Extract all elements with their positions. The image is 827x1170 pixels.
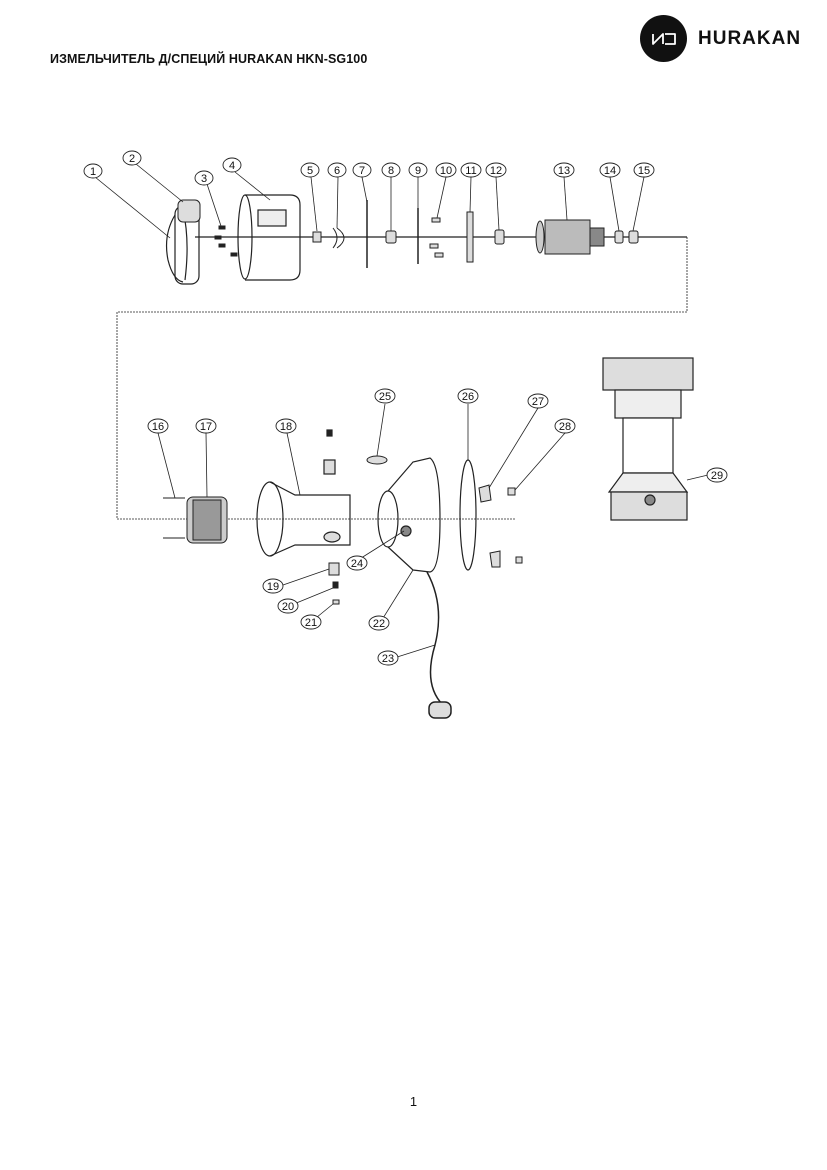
part-callout-numbers: 1 2 3 4 5 6 7 8 9 10 11 12 13 14 15 16 1… bbox=[90, 153, 723, 665]
callout-26 bbox=[457, 388, 479, 404]
callout-10 bbox=[435, 162, 457, 178]
callout-9 bbox=[408, 162, 428, 178]
part-number-18: 18 bbox=[280, 421, 292, 433]
exploded-parts-diagram: 1 2 3 4 5 6 7 8 9 10 11 12 13 14 15 16 1… bbox=[75, 140, 765, 725]
brand-name: HURAKAN bbox=[698, 27, 802, 49]
part-4-bowl bbox=[237, 194, 301, 281]
callout-3 bbox=[194, 170, 214, 186]
part-number-7: 7 bbox=[359, 165, 365, 177]
callout-11 bbox=[460, 162, 482, 178]
part-number-19: 19 bbox=[267, 581, 279, 593]
callout-21 bbox=[300, 614, 322, 630]
part-number-6: 6 bbox=[334, 165, 340, 177]
parts-14-15-bearings bbox=[614, 230, 639, 244]
parts-19-21-switch bbox=[328, 562, 340, 605]
callout-13 bbox=[553, 162, 575, 178]
page-number: 1 bbox=[409, 1094, 418, 1109]
callout-27 bbox=[527, 393, 549, 409]
callout-14 bbox=[599, 162, 621, 178]
hurakan-logo-icon bbox=[640, 15, 687, 62]
callout-19 bbox=[262, 578, 284, 594]
part-3-screws bbox=[214, 225, 238, 257]
callout-1 bbox=[83, 163, 103, 179]
part-callouts bbox=[83, 150, 728, 666]
part-2-lid bbox=[177, 199, 201, 223]
part-number-12: 12 bbox=[490, 165, 502, 177]
callout-23 bbox=[377, 650, 399, 666]
part-16-17-stator bbox=[163, 496, 228, 544]
leader-lines bbox=[94, 163, 709, 659]
callout-22 bbox=[368, 615, 390, 631]
callout-12 bbox=[485, 162, 507, 178]
part-22-base-shell bbox=[377, 457, 441, 573]
part-number-1: 1 bbox=[90, 166, 96, 178]
callout-8 bbox=[381, 162, 401, 178]
part-number-10: 10 bbox=[440, 165, 452, 177]
part-number-28: 28 bbox=[559, 421, 571, 433]
part-number-3: 3 bbox=[201, 173, 207, 185]
callout-20 bbox=[277, 598, 299, 614]
brand-logo: HURAKAN bbox=[640, 15, 801, 62]
part-number-25: 25 bbox=[379, 391, 391, 403]
part-number-26: 26 bbox=[462, 391, 474, 403]
part-number-11: 11 bbox=[465, 165, 476, 177]
callout-28 bbox=[554, 418, 576, 434]
part-number-24: 24 bbox=[351, 558, 363, 570]
document-title: ИЗМЕЛЬЧИТЕЛЬ Д/СПЕЦИЙ HURAKAN HKN-SG100 bbox=[50, 52, 368, 66]
callout-17 bbox=[195, 418, 217, 434]
part-13-armature bbox=[515, 219, 615, 255]
part-number-23: 23 bbox=[382, 653, 394, 665]
part-number-16: 16 bbox=[152, 421, 164, 433]
part-number-8: 8 bbox=[388, 165, 394, 177]
part-25-knob bbox=[366, 455, 388, 465]
callout-18 bbox=[275, 418, 297, 434]
callout-24 bbox=[346, 555, 368, 571]
callout-25 bbox=[374, 388, 396, 404]
parts-27-28-feet bbox=[478, 484, 523, 568]
callout-2 bbox=[122, 150, 142, 166]
part-number-29: 29 bbox=[711, 470, 723, 482]
part-number-27: 27 bbox=[532, 396, 544, 408]
part-18-motor-housing bbox=[256, 429, 351, 557]
part-number-2: 2 bbox=[129, 153, 135, 165]
callout-7 bbox=[352, 162, 372, 178]
part-number-13: 13 bbox=[558, 165, 570, 177]
callout-15 bbox=[633, 162, 655, 178]
part-number-17: 17 bbox=[200, 421, 212, 433]
part-number-9: 9 bbox=[415, 165, 421, 177]
part-29-assembled-unit bbox=[602, 357, 694, 521]
part-number-14: 14 bbox=[604, 165, 616, 177]
callout-16 bbox=[147, 418, 169, 434]
part-number-22: 22 bbox=[373, 618, 385, 630]
part-number-21: 21 bbox=[305, 617, 317, 629]
part-number-20: 20 bbox=[282, 601, 294, 613]
part-number-4: 4 bbox=[229, 160, 235, 172]
part-number-5: 5 bbox=[307, 165, 313, 177]
parts-5-12-components bbox=[312, 200, 505, 268]
diagram-svg: 1 2 3 4 5 6 7 8 9 10 11 12 13 14 15 16 1… bbox=[75, 140, 765, 725]
callout-4 bbox=[222, 157, 242, 173]
callout-5 bbox=[300, 162, 320, 178]
callout-6 bbox=[327, 162, 347, 178]
callout-29 bbox=[706, 467, 728, 483]
part-number-15: 15 bbox=[638, 165, 650, 177]
